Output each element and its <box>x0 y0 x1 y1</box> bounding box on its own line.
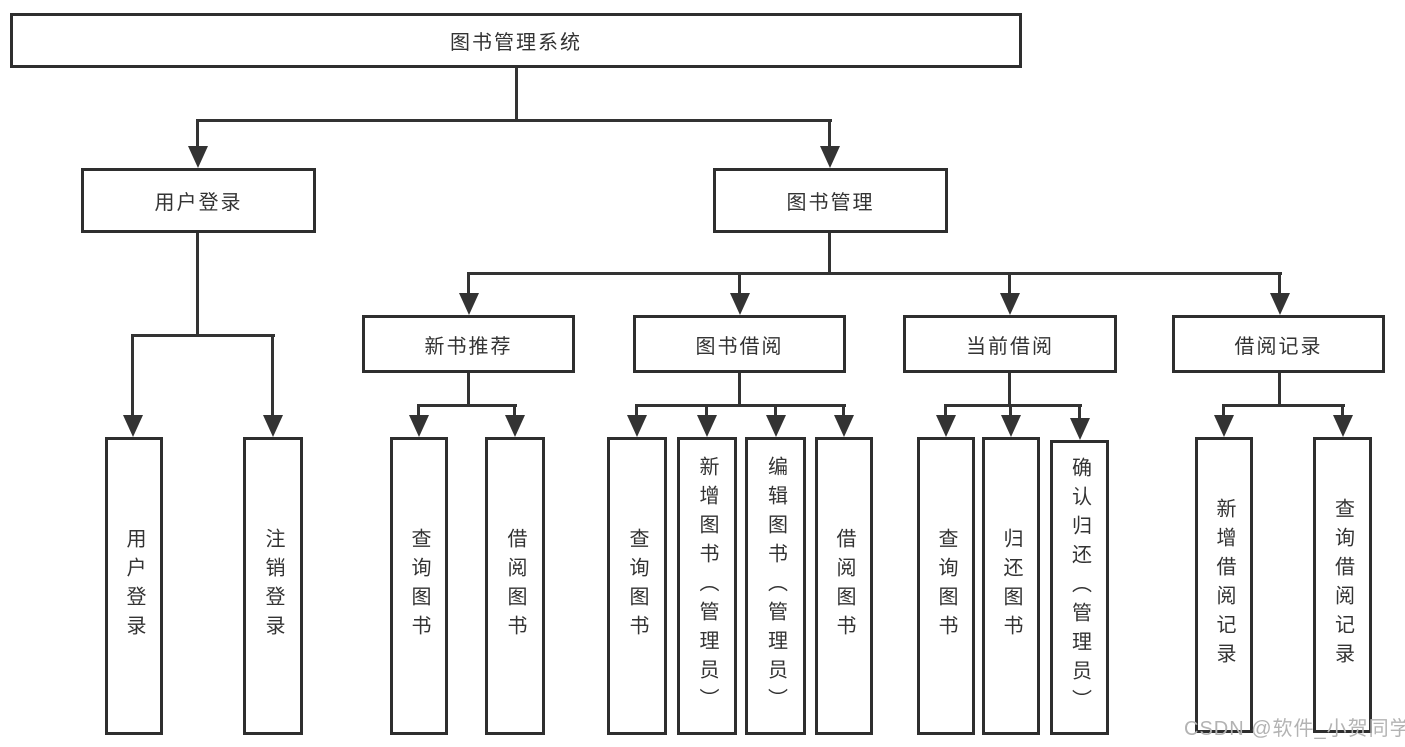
node-leaf-logout-label: 注销登录 <box>262 528 284 644</box>
node-br-add-record-label: 新增借阅记录 <box>1213 498 1235 672</box>
arrow-down-icon <box>627 415 647 437</box>
arrow-down-icon <box>263 415 283 437</box>
connector-drop-cb-query <box>944 404 947 419</box>
node-current-borrow: 当前借阅 <box>903 315 1117 373</box>
node-leaf-user-login-label: 用户登录 <box>123 528 145 644</box>
node-cb-confirm-return-label: 确认归还（管理员） <box>1068 457 1091 718</box>
connector-drop-nb-query <box>417 404 420 419</box>
connector-drop-nb-borrow <box>513 404 516 419</box>
arrow-down-icon <box>123 415 143 437</box>
arrow-down-icon <box>409 415 429 437</box>
connector-drop-book-mgmt <box>828 119 831 150</box>
arrow-down-icon <box>1214 415 1234 437</box>
node-cb-query-books-label: 查询图书 <box>935 528 957 644</box>
arrow-down-icon <box>820 146 840 168</box>
connector-book-mgmt-hbar <box>467 272 1282 275</box>
node-borrow-record: 借阅记录 <box>1172 315 1385 373</box>
node-br-query-record: 查询借阅记录 <box>1313 437 1372 733</box>
arrow-down-icon <box>1270 293 1290 315</box>
node-nb-borrow-books: 借阅图书 <box>485 437 545 735</box>
connector-borrow-record-hbar <box>1222 404 1345 407</box>
arrow-down-icon <box>1001 415 1021 437</box>
node-leaf-logout: 注销登录 <box>243 437 303 735</box>
arrow-down-icon <box>766 415 786 437</box>
node-root-label: 图书管理系统 <box>450 32 582 54</box>
node-bb-add-books: 新增图书（管理员） <box>677 437 737 735</box>
connector-drop-new-book-rec <box>467 272 470 295</box>
arrow-down-icon <box>459 293 479 315</box>
arrow-down-icon <box>505 415 525 437</box>
connector-drop-cb-return <box>1009 404 1012 419</box>
node-bb-edit-books-label: 编辑图书（管理员） <box>764 455 787 717</box>
connector-drop-current-borrow <box>1008 272 1011 295</box>
arrow-down-icon <box>1000 293 1020 315</box>
node-current-borrow-label: 当前借阅 <box>966 335 1054 358</box>
node-bb-add-books-label: 新增图书（管理员） <box>696 455 718 717</box>
node-br-add-record: 新增借阅记录 <box>1195 437 1253 733</box>
connector-drop-leaf-logout <box>271 334 274 417</box>
node-user-login: 用户登录 <box>81 168 316 233</box>
connector-drop-br-query <box>1341 404 1344 419</box>
connector-drop-leaf-user-login <box>131 334 134 417</box>
node-book-mgmt-label: 图书管理 <box>786 192 875 214</box>
node-book-borrow: 图书借阅 <box>633 315 846 373</box>
node-br-query-record-label: 查询借阅记录 <box>1331 498 1354 672</box>
node-nb-borrow-books-label: 借阅图书 <box>504 528 526 644</box>
connector-root-hbar <box>196 119 832 122</box>
connector-drop-user-login <box>196 119 199 150</box>
arrow-down-icon <box>936 415 956 437</box>
node-cb-return-books: 归还图书 <box>982 437 1040 735</box>
connector-drop-cb-confirm <box>1078 404 1081 422</box>
node-bb-borrow-books: 借阅图书 <box>815 437 873 735</box>
node-leaf-user-login: 用户登录 <box>105 437 163 735</box>
node-user-login-label: 用户登录 <box>154 192 243 214</box>
node-new-book-rec: 新书推荐 <box>362 315 575 373</box>
node-cb-confirm-return: 确认归还（管理员） <box>1050 440 1109 735</box>
node-bb-edit-books: 编辑图书（管理员） <box>745 437 806 735</box>
connector-new-book-rec-hbar <box>417 404 517 407</box>
node-book-mgmt: 图书管理 <box>713 168 948 233</box>
node-borrow-record-label: 借阅记录 <box>1234 335 1323 358</box>
connector-book-borrow-hbar <box>635 404 846 407</box>
connector-borrow-record-stem <box>1278 373 1281 407</box>
node-nb-query-books: 查询图书 <box>390 437 448 735</box>
connector-user-login-stem <box>196 233 199 337</box>
connector-book-borrow-stem <box>738 373 741 407</box>
arrow-down-icon <box>188 146 208 168</box>
node-new-book-rec-label: 新书推荐 <box>424 335 513 358</box>
connector-drop-bb-edit <box>774 404 777 419</box>
connector-root-stem <box>515 68 518 122</box>
arrow-down-icon <box>834 415 854 437</box>
connector-drop-borrow-record <box>1278 272 1281 295</box>
connector-user-login-hbar <box>131 334 275 337</box>
node-bb-borrow-books-label: 借阅图书 <box>833 528 855 644</box>
connector-drop-bb-add <box>705 404 708 419</box>
connector-current-borrow-hbar <box>944 404 1082 407</box>
connector-drop-bb-query <box>635 404 638 419</box>
connector-new-book-rec-stem <box>467 373 470 407</box>
arrow-down-icon <box>730 293 750 315</box>
connector-drop-br-add <box>1222 404 1225 419</box>
node-bb-query-books: 查询图书 <box>607 437 667 735</box>
node-root: 图书管理系统 <box>10 13 1022 68</box>
node-cb-query-books: 查询图书 <box>917 437 975 735</box>
node-cb-return-books-label: 归还图书 <box>1000 528 1022 644</box>
connector-current-borrow-stem <box>1008 373 1011 407</box>
csdn-watermark: CSDN @软件_小贺同学 <box>1184 718 1405 740</box>
node-nb-query-books-label: 查询图书 <box>408 528 430 644</box>
node-book-borrow-label: 图书借阅 <box>695 335 784 358</box>
arrow-down-icon <box>697 415 717 437</box>
arrow-down-icon <box>1333 415 1353 437</box>
arrow-down-icon <box>1070 418 1090 440</box>
connector-book-mgmt-stem <box>828 233 831 275</box>
connector-drop-bb-borrow <box>842 404 845 419</box>
node-bb-query-books-label: 查询图书 <box>626 528 648 644</box>
connector-drop-book-borrow <box>738 272 741 295</box>
